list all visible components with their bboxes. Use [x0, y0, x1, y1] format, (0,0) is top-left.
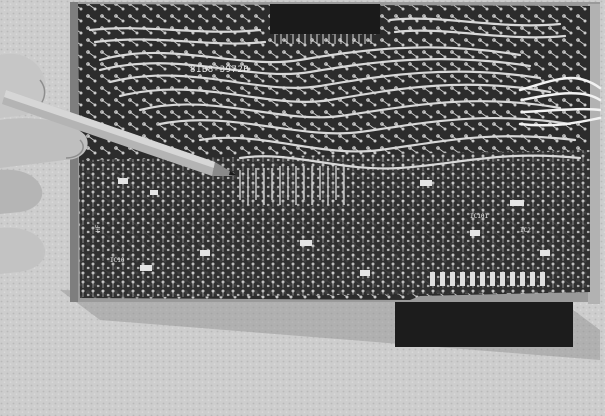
board-part-number: 81B8-3972B [190, 65, 249, 75]
pencil [2, 90, 238, 176]
svg-text:IC2: IC2 [520, 227, 531, 234]
svg-text:HF: HF [95, 224, 102, 232]
ic-chip [270, 4, 380, 34]
bus-traces [88, 17, 582, 170]
svg-text:IC10: IC10 [110, 257, 125, 264]
svg-text:IC101: IC101 [470, 213, 488, 220]
ribbon-wires [518, 76, 602, 127]
